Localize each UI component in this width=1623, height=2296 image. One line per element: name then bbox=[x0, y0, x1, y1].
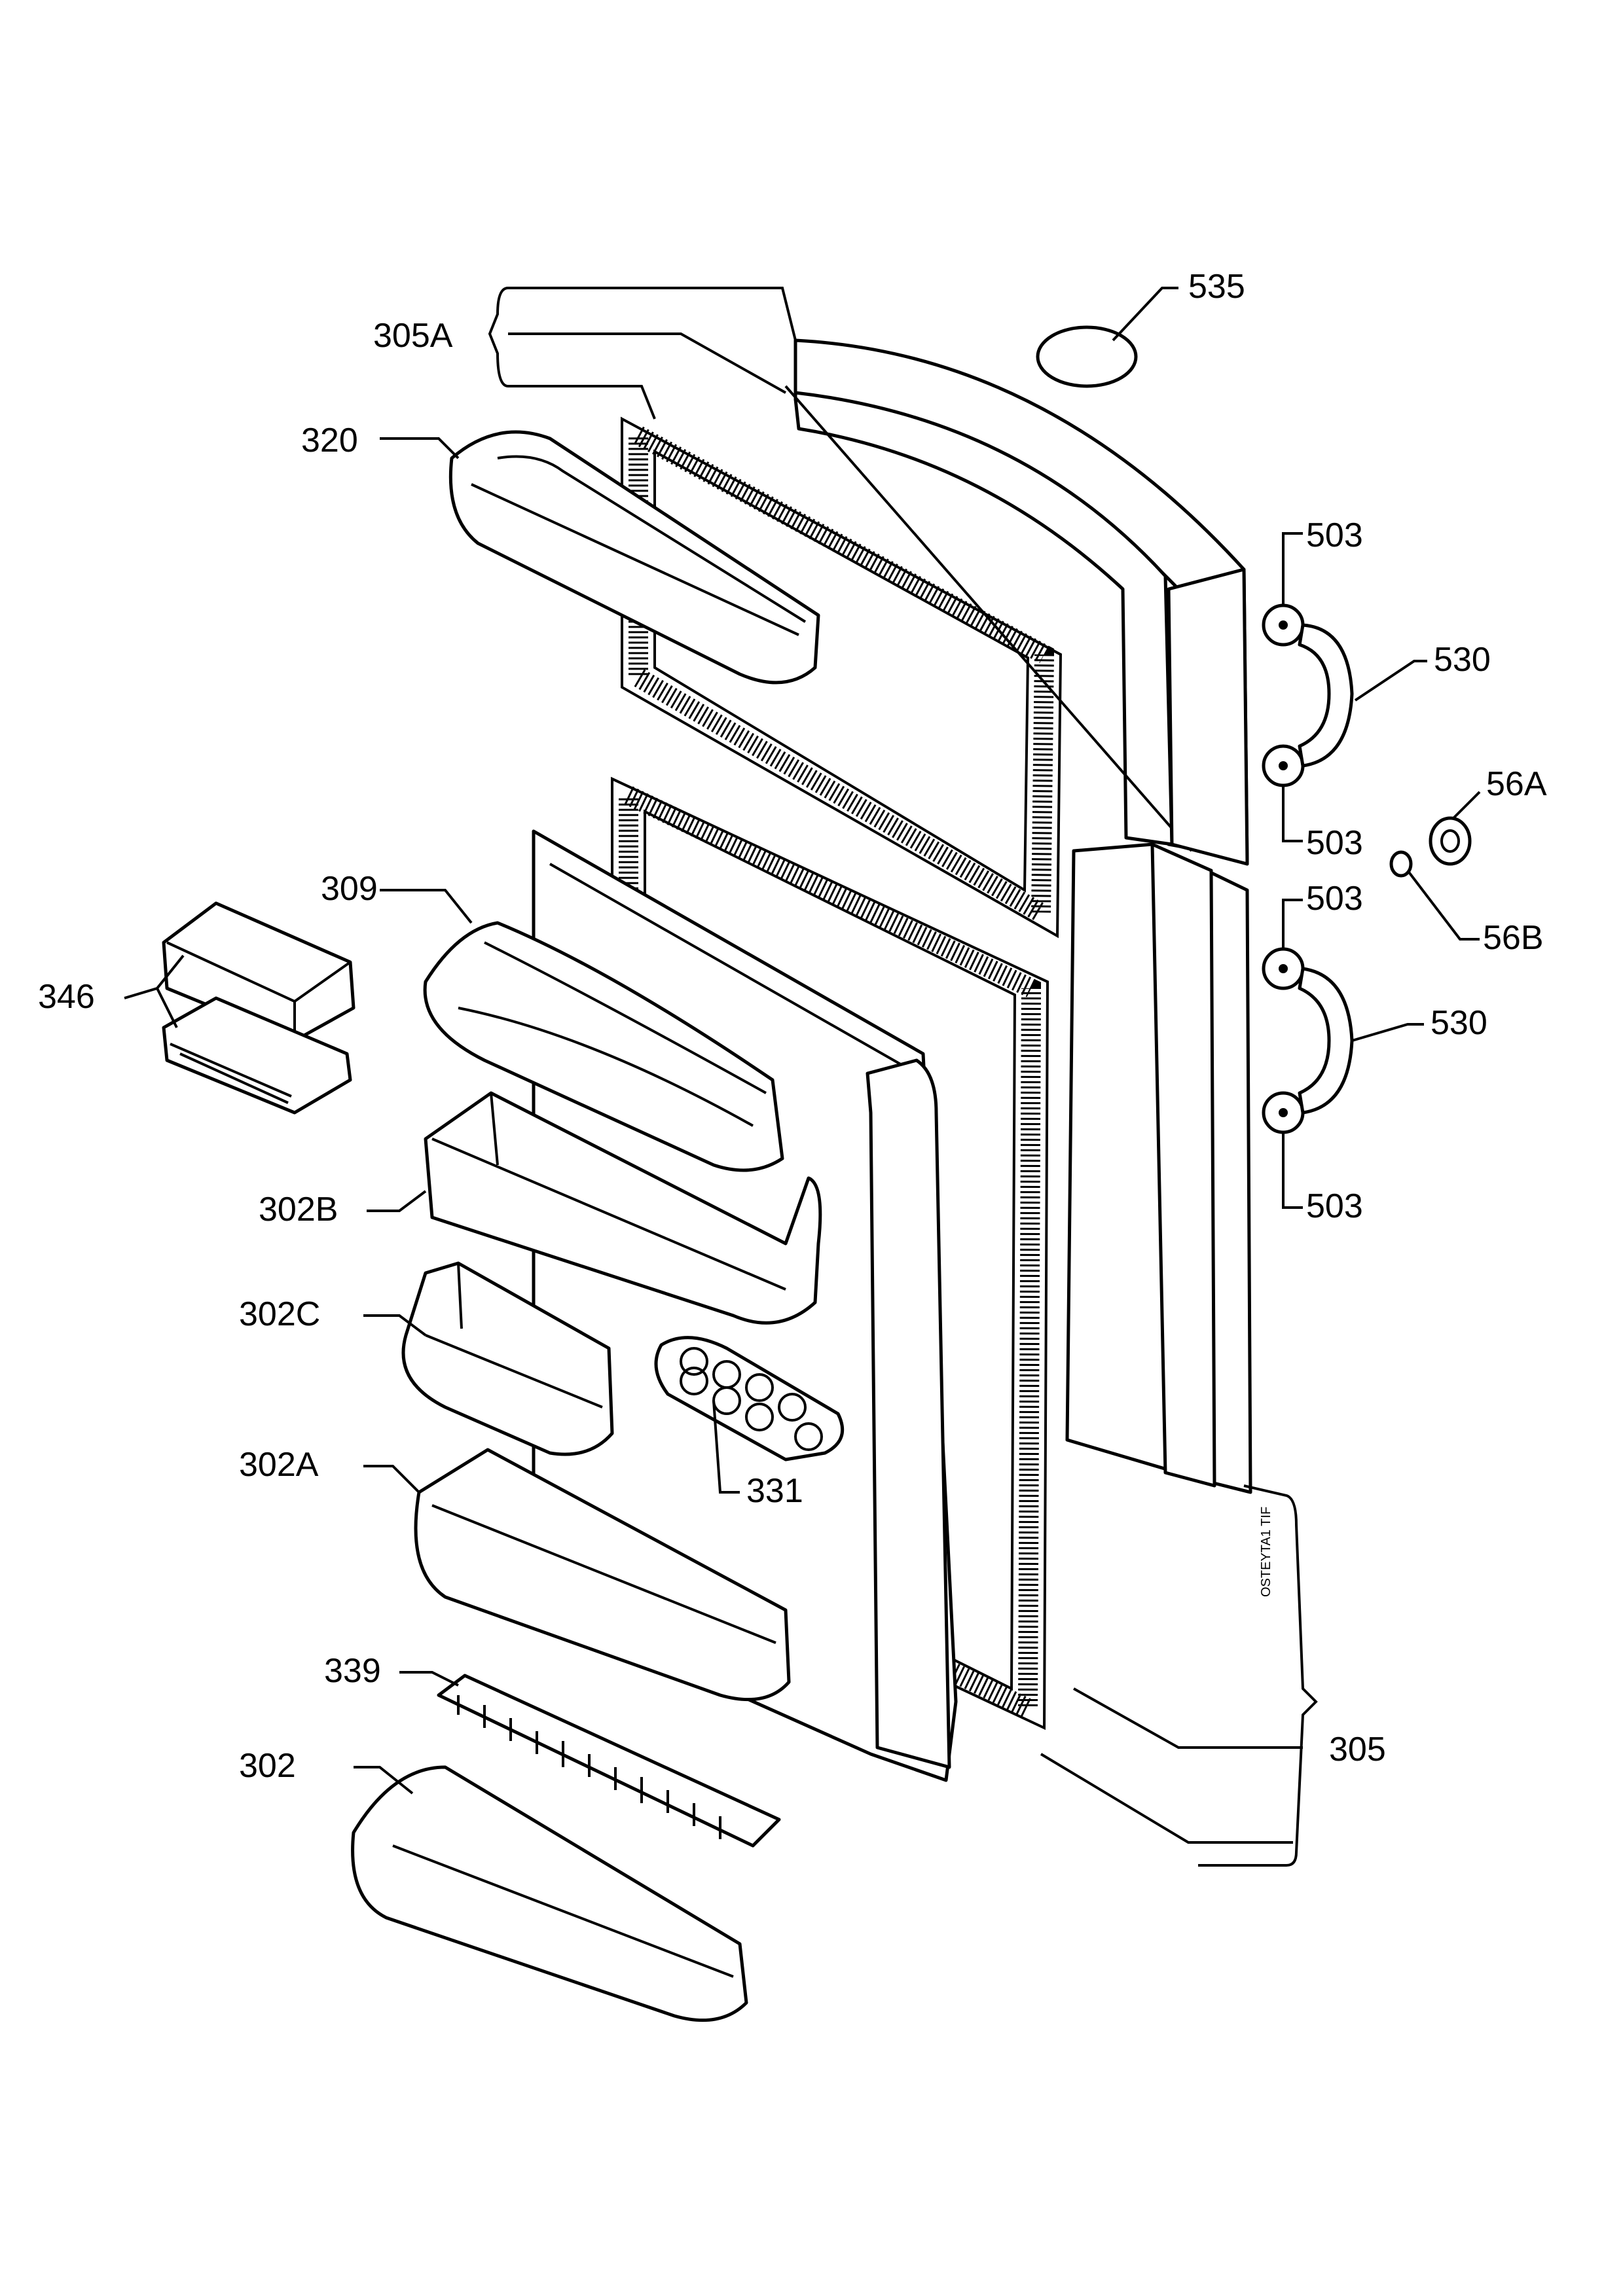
label-503-a: 503 bbox=[1306, 516, 1363, 554]
shelf-309 bbox=[423, 921, 784, 1172]
label-320: 320 bbox=[301, 422, 358, 459]
hinge-bushing-56A bbox=[1429, 816, 1472, 866]
label-503-b: 503 bbox=[1306, 824, 1363, 862]
grille-339 bbox=[437, 1674, 781, 1848]
door-top-cap bbox=[1036, 325, 1138, 388]
label-56A: 56A bbox=[1486, 765, 1547, 803]
freezer-door bbox=[784, 338, 1249, 866]
handle-530-lower bbox=[1262, 947, 1354, 1134]
drawing-reference: OSTEYTA1 TIF bbox=[1259, 1507, 1273, 1597]
label-302B: 302B bbox=[259, 1191, 338, 1229]
shelf-302B bbox=[424, 1091, 822, 1325]
label-309: 309 bbox=[321, 870, 378, 908]
shelf-302A bbox=[414, 1448, 791, 1702]
fridge-door bbox=[1065, 842, 1252, 1494]
label-530-a: 530 bbox=[1434, 641, 1491, 679]
label-503-d: 503 bbox=[1306, 1187, 1363, 1225]
label-305A: 305A bbox=[373, 317, 453, 355]
label-305: 305 bbox=[1329, 1731, 1386, 1768]
part-labels: 535 305A 320 503 530 503 56A 56B 503 530… bbox=[38, 268, 1547, 1785]
handle-530-upper bbox=[1262, 603, 1354, 787]
label-302A: 302A bbox=[239, 1446, 319, 1484]
egg-tray-331 bbox=[654, 1336, 845, 1462]
shelf-302 bbox=[351, 1765, 748, 2022]
label-302: 302 bbox=[239, 1747, 296, 1785]
shelf-320 bbox=[448, 430, 820, 685]
label-535: 535 bbox=[1188, 268, 1245, 306]
label-503-c: 503 bbox=[1306, 880, 1363, 918]
label-331: 331 bbox=[746, 1472, 803, 1510]
leader-lines bbox=[124, 287, 1481, 1867]
label-346: 346 bbox=[38, 978, 95, 1016]
label-302C: 302C bbox=[239, 1295, 320, 1333]
label-339: 339 bbox=[324, 1652, 381, 1690]
label-56B: 56B bbox=[1483, 919, 1544, 957]
hinge-pin-56B bbox=[1389, 850, 1413, 878]
label-530-b: 530 bbox=[1431, 1004, 1487, 1042]
shelf-302C bbox=[401, 1261, 614, 1456]
crisper-box-346 bbox=[162, 901, 356, 1115]
